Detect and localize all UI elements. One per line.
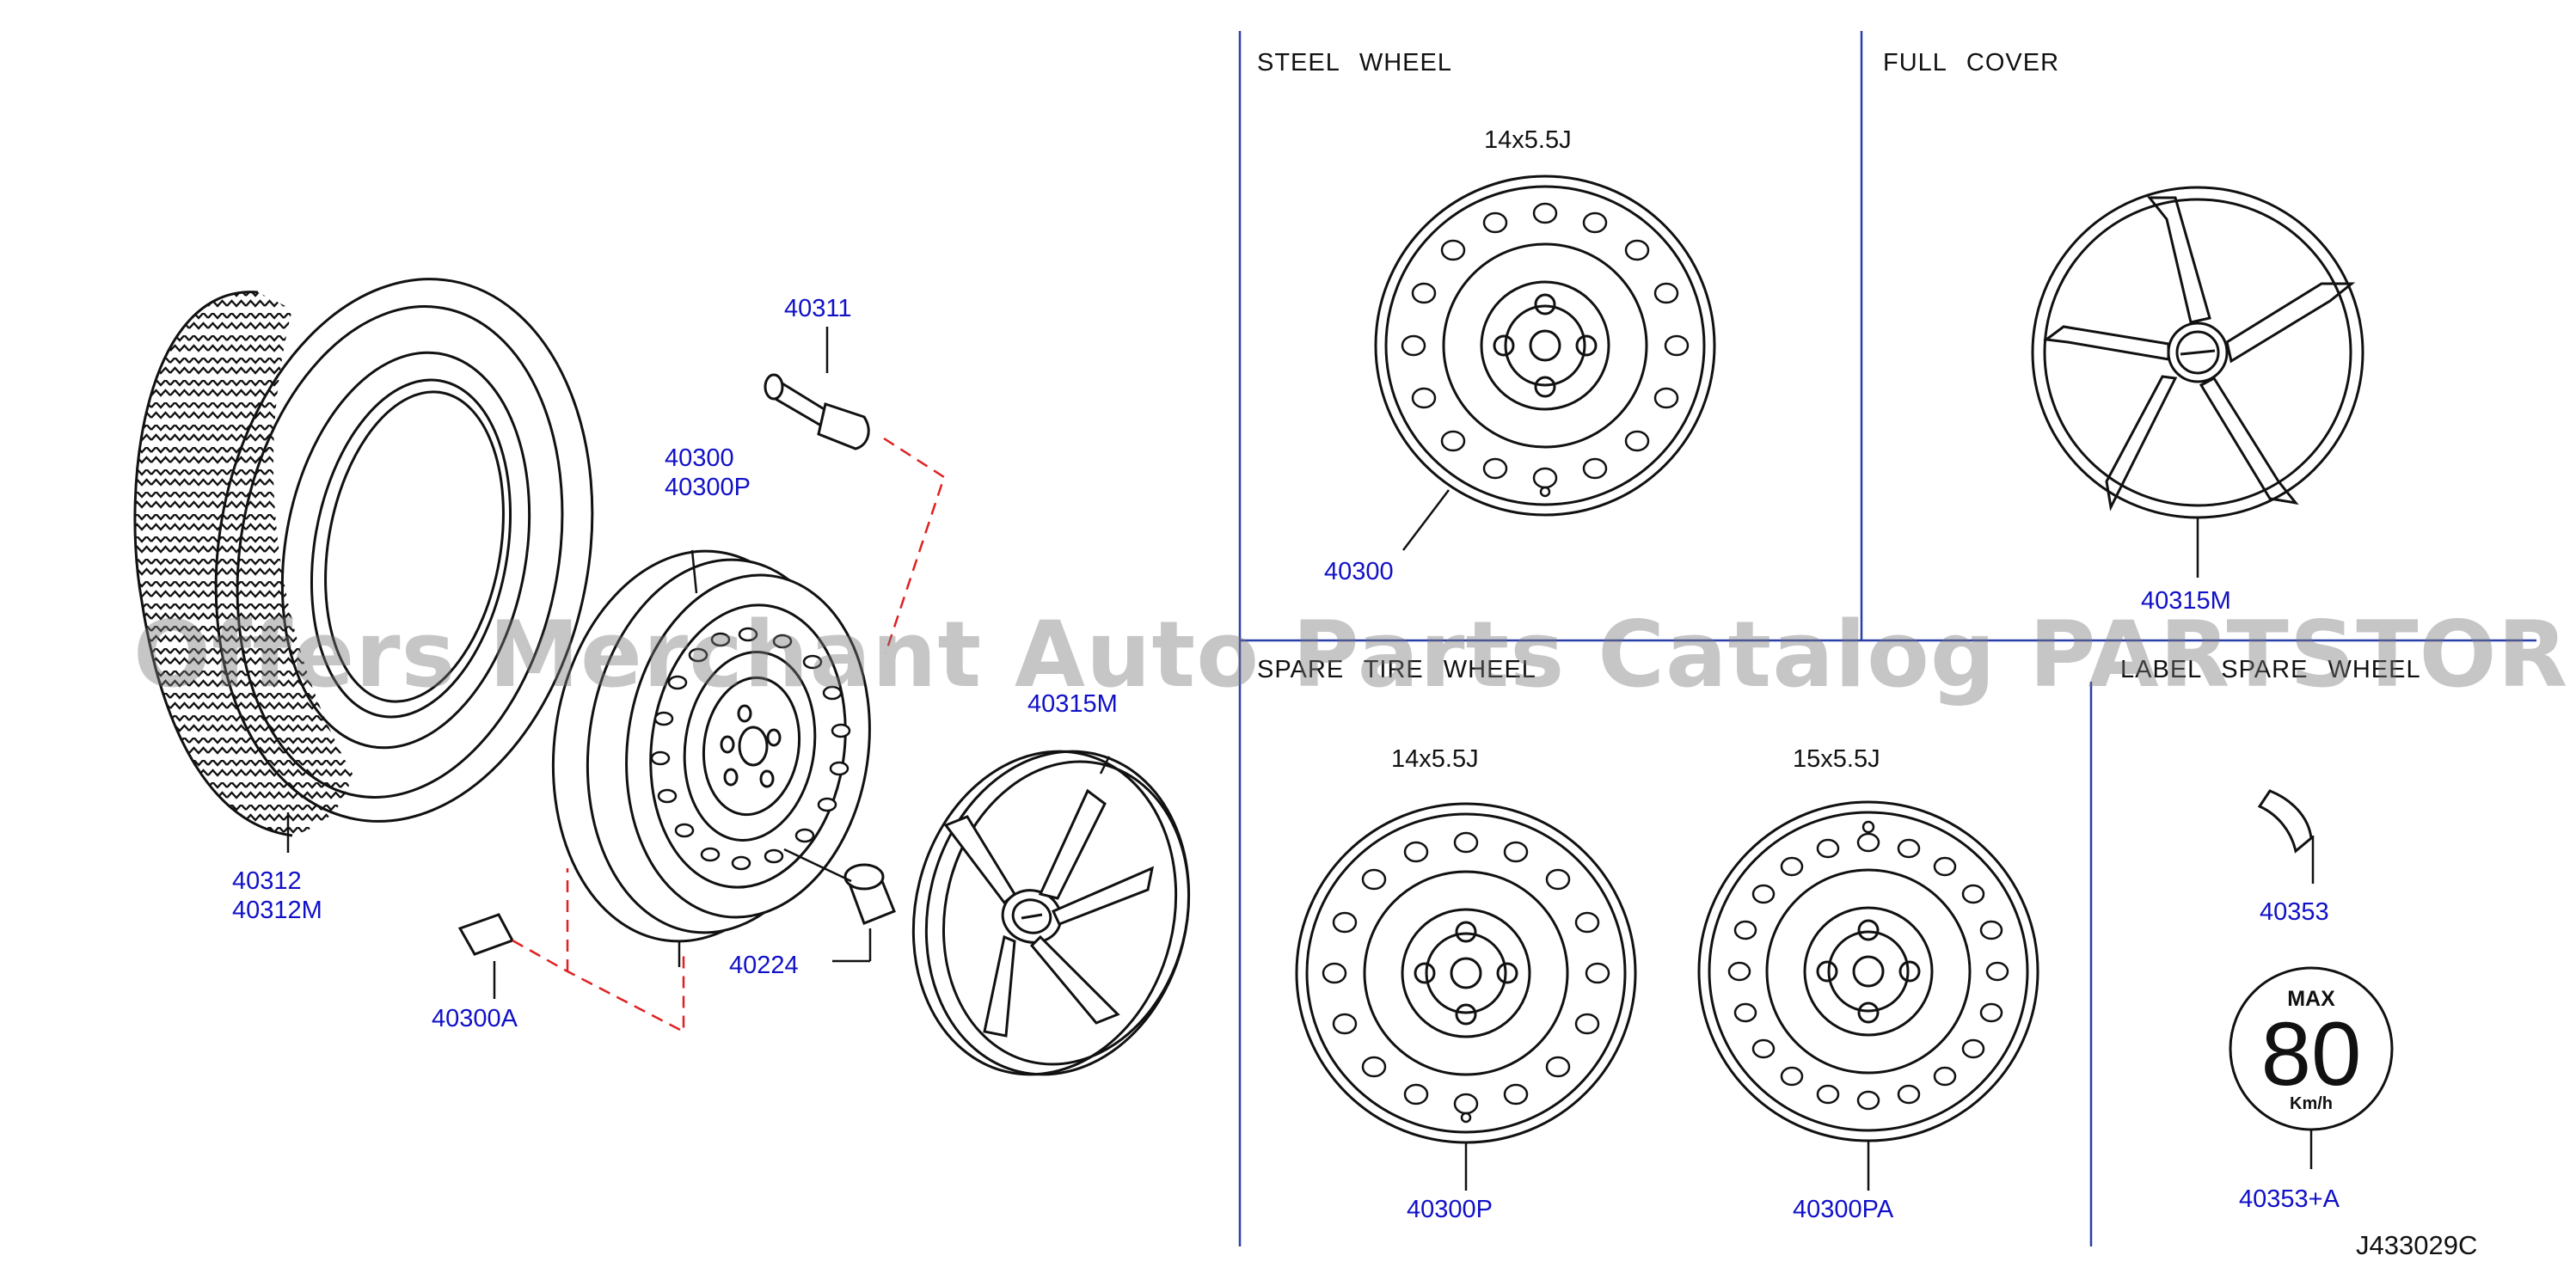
- part-number-steel-wheel[interactable]: 40300: [1324, 558, 1394, 585]
- part-number-label[interactable]: 40353: [2260, 898, 2329, 926]
- part-number-lug-nut[interactable]: 40224: [729, 952, 799, 979]
- balance-weight-drawing: [457, 913, 515, 999]
- speed-label-badge: MAX 80 Km/h: [2229, 966, 2394, 1169]
- part-number-label-a[interactable]: 40353+A: [2239, 1185, 2340, 1213]
- size-steel-wheel: 14x5.5J: [1484, 126, 1572, 154]
- wheel-exploded-drawing: [551, 549, 871, 967]
- part-number-wheel[interactable]: 40300: [665, 444, 734, 472]
- spare-wheel-15-drawing: [1697, 800, 2039, 1191]
- speed-label-top: MAX: [2287, 987, 2335, 1011]
- part-number-spare-15[interactable]: 40300PA: [1793, 1196, 1894, 1223]
- part-number-tire[interactable]: 40312: [232, 867, 302, 895]
- size-spare-15: 15x5.5J: [1793, 745, 1880, 773]
- section-full-cover: FULL COVER: [1883, 49, 2060, 77]
- label-tab-drawing: [2257, 789, 2315, 884]
- part-number-cover-exploded[interactable]: 40315M: [1027, 690, 1118, 718]
- part-number-full-cover[interactable]: 40315M: [2141, 587, 2231, 615]
- part-number-wheel-p[interactable]: 40300P: [665, 474, 751, 501]
- speed-label-unit: Km/h: [2290, 1094, 2333, 1113]
- section-spare-tire-wheel: SPARE TIRE WHEEL: [1257, 656, 1536, 683]
- spare-wheel-14-drawing: [1295, 802, 1637, 1191]
- part-number-balance-weight[interactable]: 40300A: [432, 1005, 518, 1032]
- leader-dashed-lines: [512, 437, 946, 1034]
- section-dividers: [1238, 31, 2536, 1246]
- wheel-cover-exploded-drawing: [911, 750, 1191, 1076]
- lug-nut-drawing: [783, 848, 896, 963]
- watermark-text: Offers Merchant Auto Parts Catalog PARTS…: [133, 602, 2576, 707]
- section-steel-wheel: STEEL WHEEL: [1257, 49, 1452, 77]
- size-spare-14: 14x5.5J: [1391, 745, 1479, 773]
- valve-stem-drawing: [764, 327, 870, 450]
- tire-drawing: [133, 278, 594, 853]
- part-number-valve-stem[interactable]: 40311: [784, 295, 852, 322]
- section-label-spare-wheel: LABEL SPARE WHEEL: [2120, 656, 2421, 683]
- full-cover-drawing: [2031, 186, 2364, 578]
- part-number-spare-14[interactable]: 40300P: [1407, 1196, 1493, 1223]
- steel-wheel-drawing: [1374, 175, 1716, 551]
- speed-label-value: 80: [2261, 1004, 2362, 1105]
- drawing-id: J433029C: [2356, 1230, 2478, 1260]
- part-number-tire-m[interactable]: 40312M: [232, 897, 322, 924]
